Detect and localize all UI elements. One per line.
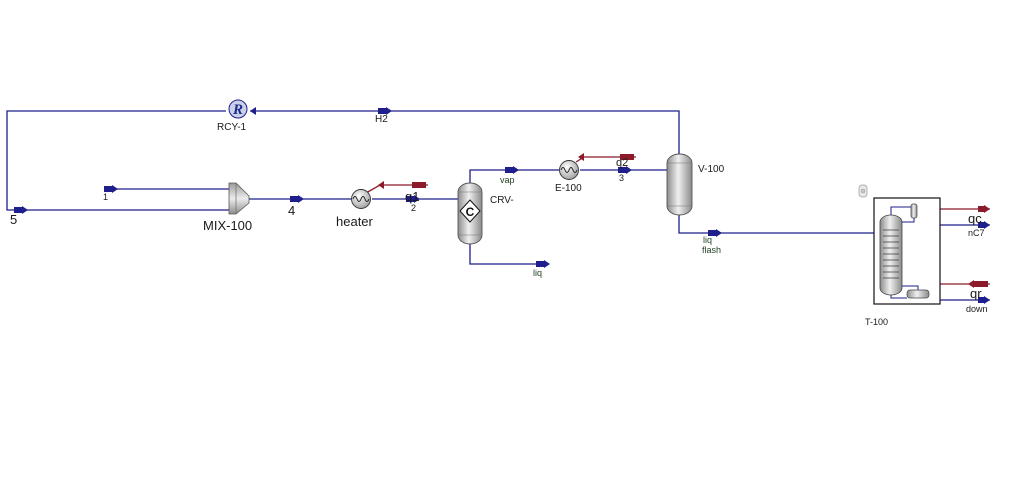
stream-h2-line[interactable] xyxy=(250,110,680,158)
stream-nc7-label: nC7 xyxy=(968,228,985,238)
separator-label: V-100 xyxy=(698,164,725,175)
stream-liq-flash-line[interactable] xyxy=(678,214,878,234)
stream-5-line[interactable] xyxy=(6,110,229,211)
energy-q1-tag xyxy=(378,181,426,189)
separator-unit[interactable] xyxy=(666,153,693,216)
energy-qr-tag xyxy=(968,280,988,288)
mixer-icon xyxy=(228,182,250,215)
stream-liq-reactor-line[interactable] xyxy=(469,244,548,265)
energy-arrows xyxy=(378,153,990,288)
mixer-label: MIX-100 xyxy=(203,218,253,233)
heater-label: heater xyxy=(336,214,373,229)
energy-q2-label: q2 xyxy=(616,157,629,169)
column-unit[interactable] xyxy=(873,197,941,305)
svg-text:C: C xyxy=(466,205,475,219)
stream-3-label: 3 xyxy=(619,173,625,183)
arrow-vap xyxy=(505,166,519,174)
recycle-R-icon: R xyxy=(228,99,248,119)
mixer-unit[interactable] xyxy=(228,182,250,215)
arrow-nc7 xyxy=(978,221,990,229)
heat-exchanger-icon xyxy=(351,189,371,209)
arrow-4 xyxy=(290,195,304,203)
exchanger-label: E-100 xyxy=(555,183,582,194)
stream-1-label: 1 xyxy=(103,192,109,202)
energy-q1-label: q1 xyxy=(405,189,420,204)
stream-liq-reactor-label: liq xyxy=(533,268,543,278)
heater-unit[interactable] xyxy=(351,189,371,209)
small-badge-icon xyxy=(858,184,868,198)
recycle-unit[interactable]: R xyxy=(228,99,248,119)
svg-text:R: R xyxy=(232,102,243,118)
arrow-down xyxy=(978,296,990,304)
stream-h2-label: H2 xyxy=(375,114,388,125)
reactor-C-icon: C xyxy=(459,199,481,223)
arrow-2 xyxy=(406,195,420,203)
energy-q2-tag xyxy=(578,153,634,161)
arrow-3 xyxy=(618,166,632,174)
arrow-1 xyxy=(104,185,118,193)
reactor-unit[interactable]: C xyxy=(457,182,483,245)
recycle-label: RCY-1 xyxy=(217,122,247,133)
exchanger-unit[interactable] xyxy=(559,160,579,180)
separator-vessel xyxy=(666,153,693,216)
stream-vap-label: vap xyxy=(500,175,515,185)
arrow-h2-tip xyxy=(250,107,256,115)
stream-2-label: 2 xyxy=(411,203,417,213)
arrow-h2 xyxy=(378,107,392,115)
reactor-label: CRV- xyxy=(490,195,514,206)
exchanger-icon xyxy=(559,160,579,180)
stream-vap-line[interactable] xyxy=(469,169,559,183)
distillation-column-icon xyxy=(879,203,930,299)
energy-qc-tag xyxy=(978,205,990,213)
stream-arrows xyxy=(14,107,990,304)
arrow-liq-flash xyxy=(708,229,722,237)
energy-qc-label: qc xyxy=(968,211,982,226)
arrow-5 xyxy=(14,206,28,214)
stream-liq-flash-label-1: liq xyxy=(703,235,713,245)
energy-qr-label: qr xyxy=(970,286,982,301)
stream-liq-flash-label-2: flash xyxy=(702,245,722,255)
stream-5-label: 5 xyxy=(10,212,18,227)
stream-down-label: down xyxy=(966,304,988,314)
column-label: T-100 xyxy=(865,317,889,327)
stream-4-label: 4 xyxy=(288,203,296,218)
arrow-liq-reactor xyxy=(536,260,550,268)
